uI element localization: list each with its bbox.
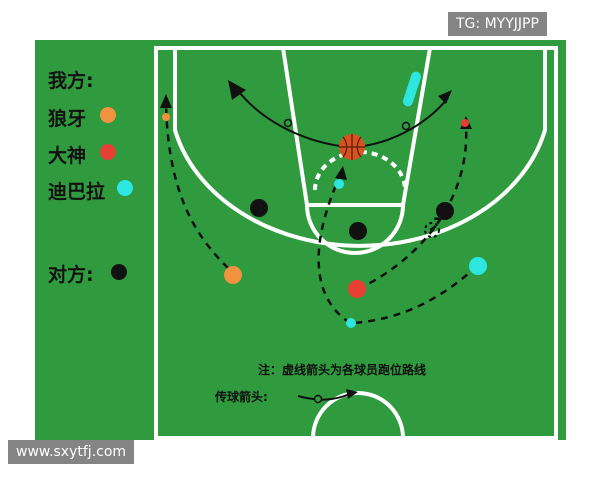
pass-marker-right [401, 121, 411, 131]
free-throw-circle-dashed [313, 150, 407, 191]
arrowhead-left-up [160, 94, 172, 108]
legend-dot-dashen [100, 144, 116, 160]
ours-title: 我方: [48, 70, 94, 92]
pass-markers [283, 118, 411, 404]
arrowhead-pass-right [438, 90, 452, 104]
movement-paths [164, 102, 478, 325]
legend-label-langya: 狼牙 [48, 108, 87, 130]
legend-dot-opponent [111, 264, 127, 280]
cyan-cut-path [351, 265, 478, 325]
opponent-player [349, 222, 367, 240]
orange-player-path [164, 102, 229, 269]
player-dibala-mid [346, 318, 356, 328]
player-dashen [348, 280, 366, 298]
legend-label-dashen: 大神 [48, 145, 87, 167]
player-langya [224, 266, 242, 284]
watermark-top: TG: MYYJJPP [448, 12, 547, 36]
free-throw-circle-lower [305, 204, 405, 255]
arrowhead-pass-legend [346, 389, 358, 399]
screen-loop-marker [424, 222, 440, 238]
legend-dot-langya [100, 107, 116, 123]
pass-arrow-left [235, 87, 341, 147]
half-court-boundary [154, 46, 558, 440]
legend-dot-dibala [117, 180, 133, 196]
three-point-line [173, 48, 547, 248]
basketball-icon [339, 134, 365, 160]
pass-arrow-right [363, 97, 449, 147]
player-dibala-target [334, 179, 344, 189]
player-dibala-bar [402, 71, 422, 107]
watermark-bottom: www.sxytfj.com [8, 440, 135, 464]
arrowhead-pass-left [228, 80, 246, 100]
screen-loop-path [429, 217, 441, 232]
opponent-title: 对方: [48, 264, 94, 286]
pass-arrow-label: 传球箭头: [215, 390, 268, 404]
opponent-player [436, 202, 454, 220]
pass-marker-left [283, 118, 293, 128]
player-langya-target [162, 113, 170, 121]
path-arrowheads [160, 94, 472, 180]
pass-arrows [235, 87, 449, 401]
center-circle [311, 391, 405, 439]
pass-arrow-legend [297, 393, 351, 401]
cyan-player-path [317, 175, 351, 325]
player-dibala [469, 257, 487, 275]
legend-label-dibala: 迪巴拉 [48, 181, 106, 203]
arrowhead-cyan-up [335, 166, 347, 180]
dashed-line-note: 注：虚线箭头为各球员跑位路线 [258, 363, 427, 377]
pass-arrowheads [228, 80, 452, 399]
opponent-player [250, 199, 268, 217]
pass-marker-legend [313, 394, 323, 404]
court-lines [154, 46, 558, 440]
player-dashen-target [461, 119, 469, 127]
players [162, 71, 487, 328]
